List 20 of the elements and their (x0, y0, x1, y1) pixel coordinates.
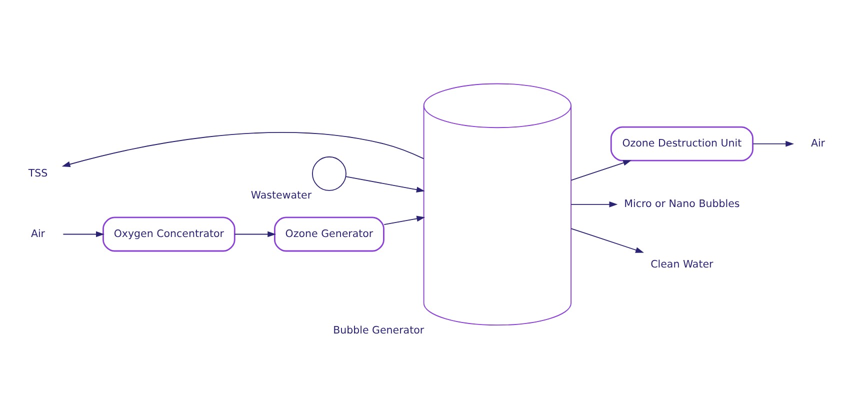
arrow (752, 140, 794, 146)
node-box: Ozone Destruction Unit (610, 126, 754, 161)
arrow (570, 228, 644, 252)
node-text: Clean Water (650, 258, 714, 270)
arrow (570, 160, 632, 180)
arrow (570, 200, 618, 207)
arrow (234, 230, 276, 237)
arrow (62, 132, 424, 167)
node-box: Ozone Generator (274, 216, 384, 252)
arrow (384, 215, 426, 224)
node-text: Micro or Nano Bubbles (624, 198, 740, 210)
node-text: TSS (28, 166, 48, 179)
node-text: Air (30, 227, 46, 240)
node-label: Bubble Generator (333, 324, 424, 336)
node-label: Wastewater (250, 189, 312, 202)
node-text: Air (810, 136, 826, 149)
arrow (62, 230, 104, 237)
node-box: Oxygen Concentrator (102, 216, 236, 252)
node-circle (312, 156, 346, 190)
arrow (345, 176, 425, 192)
